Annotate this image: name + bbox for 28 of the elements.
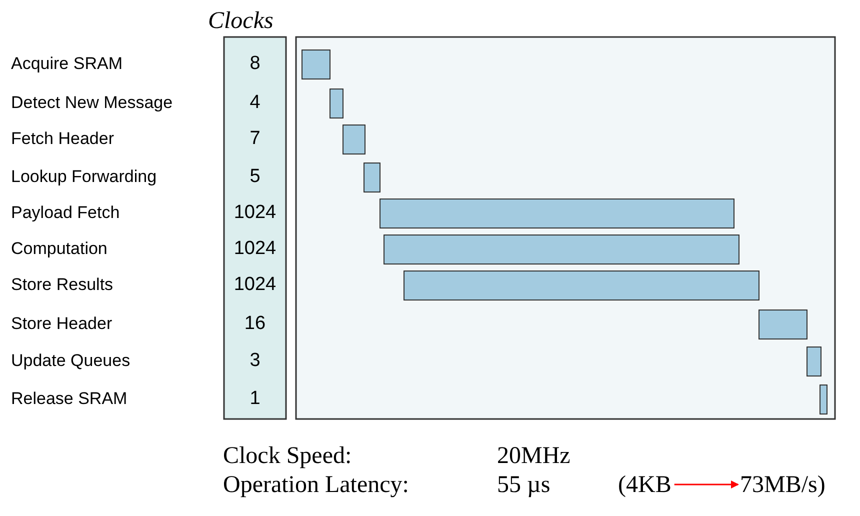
task-name: Store Header bbox=[11, 314, 112, 334]
task-name: Detect New Message bbox=[11, 93, 173, 113]
clock-count: 1024 bbox=[232, 274, 278, 296]
task-name: Lookup Forwarding bbox=[11, 167, 157, 187]
task-name: Release SRAM bbox=[11, 389, 128, 409]
task-name: Computation bbox=[11, 239, 108, 259]
clock-count: 1024 bbox=[232, 238, 278, 260]
parameter-name: Operation Latency: bbox=[223, 472, 409, 499]
task-name: Store Results bbox=[11, 275, 114, 295]
parameter-value: 55 µs bbox=[497, 472, 550, 499]
task-name: Fetch Header bbox=[11, 129, 114, 149]
clock-count: 16 bbox=[243, 313, 267, 335]
column-header: Clocks bbox=[208, 8, 274, 35]
parameter-name: Clock Speed: bbox=[223, 443, 352, 470]
arrow bbox=[674, 480, 739, 488]
clock-count: 1 bbox=[248, 388, 262, 410]
parameter-value: 20MHz bbox=[497, 443, 570, 470]
rate-text: (4KB bbox=[618, 472, 672, 499]
clock-count: 1024 bbox=[232, 202, 278, 224]
task-name: Update Queues bbox=[11, 351, 130, 371]
task-name: Acquire SRAM bbox=[11, 54, 122, 74]
rate-text: 73MB/s) bbox=[740, 472, 826, 499]
clock-count: 3 bbox=[248, 350, 262, 372]
clock-count: 7 bbox=[248, 128, 262, 150]
clock-count: 4 bbox=[248, 92, 262, 114]
clock-count: 5 bbox=[248, 166, 262, 188]
clock-count: 8 bbox=[248, 53, 262, 75]
task-name: Payload Fetch bbox=[11, 203, 120, 223]
